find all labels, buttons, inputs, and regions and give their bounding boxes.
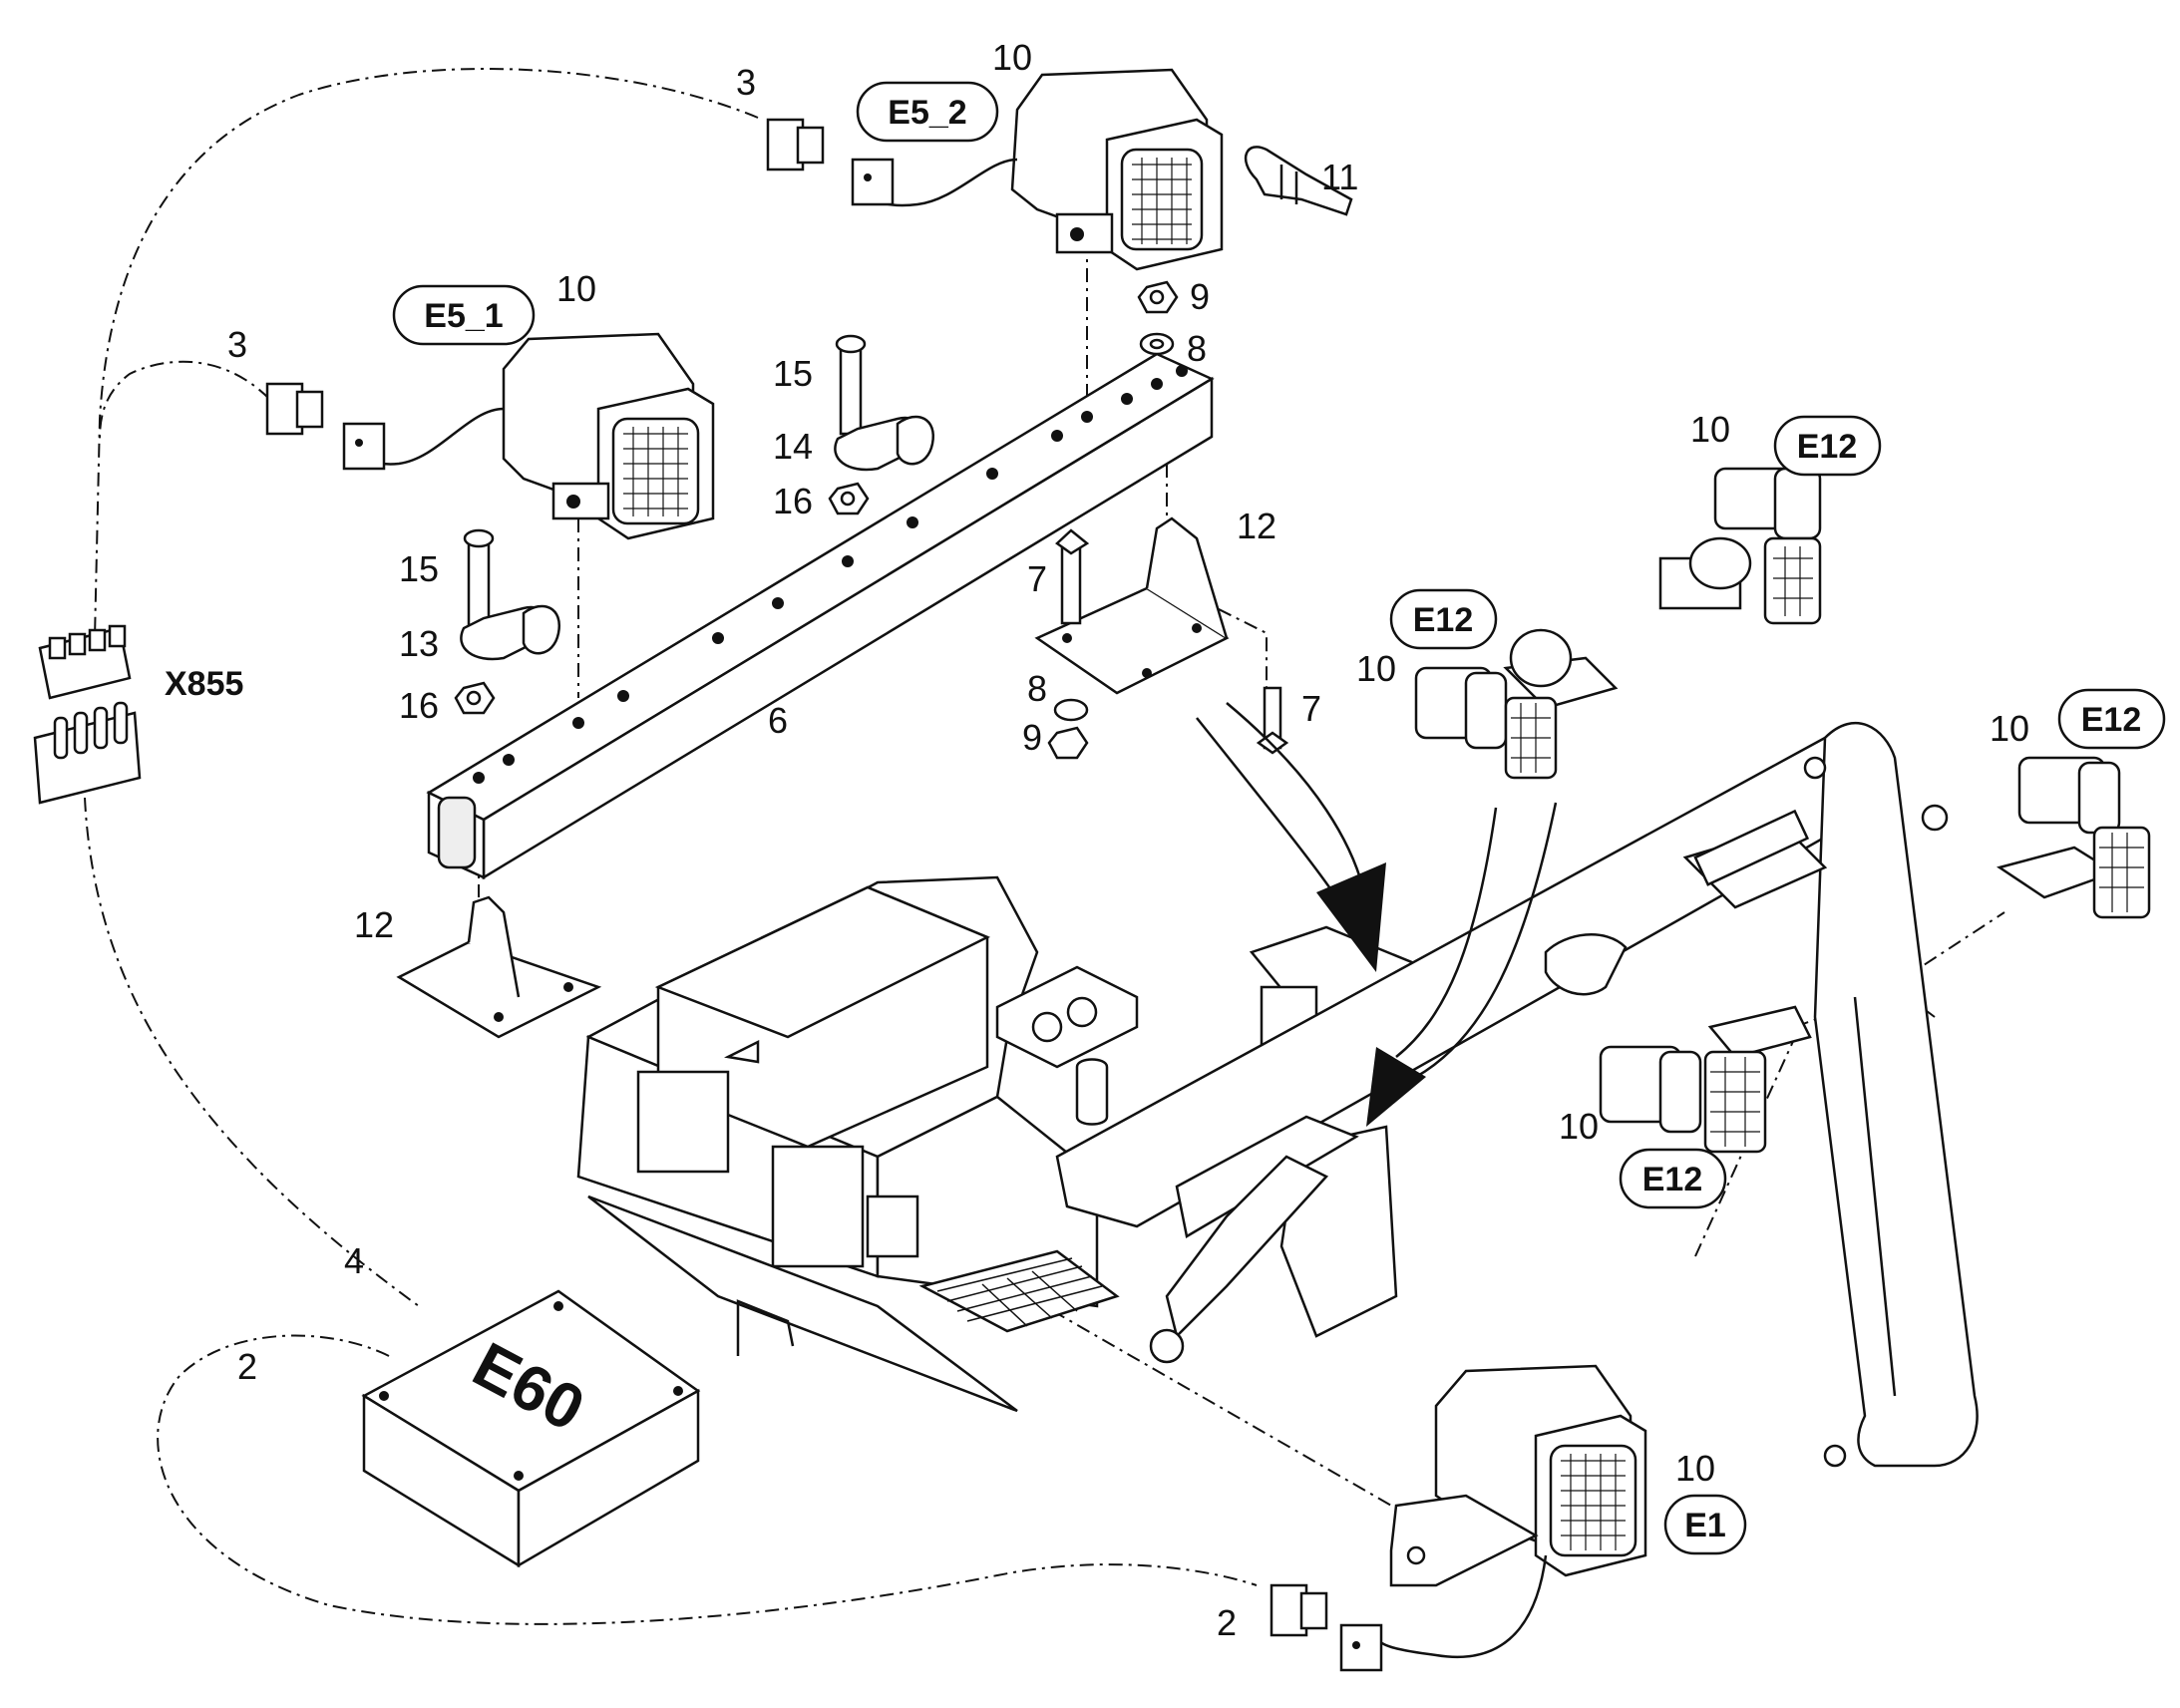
callout-numbers: 3 10 11 9 8 10 3 15 14 16 15 13 16 12 7 … [227,37,2029,1643]
callout-11: 11 [1321,157,1358,197]
callout-16-lower: 16 [399,685,439,726]
designation-tags: E5_2 E5_1 E12 E12 E12 E12 E1 [392,81,2166,1555]
callout-10-e5-2: 10 [992,37,1032,78]
bracket-12-left [396,895,602,1039]
tag-e5-1: E5_1 [424,297,503,335]
callout-8-upper: 8 [1187,328,1207,369]
connector-x855 [33,624,142,805]
tag-e12-mid: E12 [1413,601,1474,639]
control-box-e60 [361,1289,701,1568]
plug-connector-3-top [766,118,895,206]
callout-10-e12-low: 10 [1559,1106,1599,1147]
callout-3-left: 3 [227,324,247,365]
work-lamp-e5-2 [869,68,1224,271]
boom-arm [1055,721,1979,1468]
callout-3-top: 3 [736,62,756,103]
tag-e12-right: E12 [2081,701,2142,739]
callout-8-lower: 8 [1027,668,1047,709]
nut-washer-upper-right [1137,280,1179,356]
callout-9-upper: 9 [1190,276,1210,317]
callout-7-lower: 7 [1301,688,1321,729]
lamp-e12-lower [1599,1005,1812,1154]
callout-10-e1: 10 [1675,1448,1715,1489]
callout-6: 6 [768,700,788,741]
callout-2-left: 2 [237,1346,257,1387]
tag-e12-low: E12 [1642,1161,1703,1198]
callout-7-upper: 7 [1027,558,1047,599]
callout-9-lower: 9 [1022,717,1042,758]
work-lamp-e5-1 [366,332,715,540]
bolt-clamp-group-upper [828,334,935,515]
callout-16-upper: 16 [773,481,813,521]
callout-12-right: 12 [1237,506,1276,546]
mounting-beam [426,352,1215,880]
callout-14: 14 [773,426,813,467]
plug-connector-3-left [265,382,386,471]
bracket-12-right [1034,516,1289,760]
tag-e1: E1 [1684,1507,1726,1544]
tag-e12-top: E12 [1797,428,1858,466]
callout-15-upper: 15 [773,353,813,394]
lamp-e12-middle [1414,628,1619,780]
bulb-11 [1245,146,1353,216]
machine-body [576,875,1438,1413]
lamp-e12-top-right [1658,467,1822,625]
callout-10-e12-top: 10 [1690,409,1730,450]
callout-4: 4 [344,1240,364,1281]
callout-10-e12-right: 10 [1990,708,2029,749]
pointer-arrows [1196,702,1558,1127]
callout-15-lower: 15 [399,548,439,589]
callout-10-e5-1: 10 [556,268,596,309]
bolt-clamp-group-lower [454,528,561,715]
work-lamp-e1 [1374,1364,1647,1659]
callout-13: 13 [399,623,439,664]
connector-label-x855: X855 [165,665,243,703]
callout-12-left: 12 [354,904,394,945]
callout-2-bottom: 2 [1217,1602,1237,1643]
callout-10-e12-mid: 10 [1356,648,1396,689]
lamp-e12-far-right [1997,756,2151,919]
plug-connector-2-bottom [1270,1583,1383,1672]
tag-e5-2: E5_2 [888,94,966,132]
